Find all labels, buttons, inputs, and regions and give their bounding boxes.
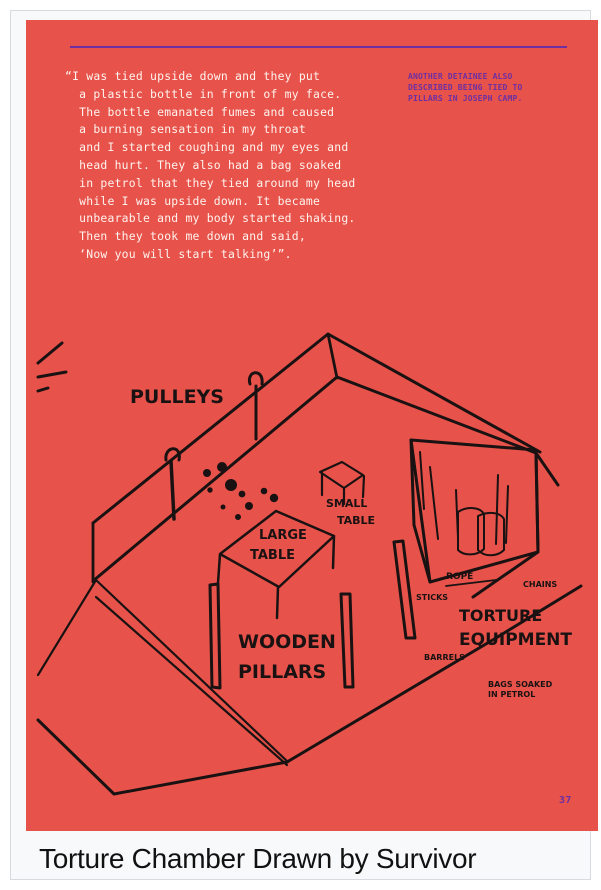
label-small-table-line1: SMALL	[326, 497, 367, 510]
barrel-shape-2	[478, 513, 504, 555]
label-small-table-line2: TABLE	[337, 514, 375, 527]
poster-page: “I was tied upside down and they put a p…	[26, 20, 598, 831]
label-chains: CHAINS	[523, 580, 557, 589]
label-large-table-line2: TABLE	[250, 548, 295, 563]
label-wooden-pillars-line2: PILLARS	[238, 661, 326, 683]
label-pulleys: PULLEYS	[130, 386, 224, 408]
label-bags-line1: BAGS SOAKED	[488, 680, 553, 689]
back-wall-right-vertical	[328, 334, 337, 378]
pillar-1	[210, 584, 220, 688]
pulley-hook-1	[249, 373, 262, 384]
page-number: 37	[559, 795, 572, 806]
label-torture-equipment-line1: TORTURE	[459, 606, 542, 625]
splatter	[203, 462, 278, 520]
label-sticks: STICKS	[416, 593, 448, 602]
label-rope: ROPE	[446, 572, 473, 582]
pillar-2	[341, 594, 353, 687]
label-bags-line2: IN PETROL	[488, 690, 535, 699]
image-caption: Torture Chamber Drawn by Survivor	[39, 842, 476, 876]
chamber-sketch: PULLEYS SMALL TABLE LARGE TABLE WOODEN P…	[26, 20, 598, 831]
pulley-line-2	[171, 461, 174, 519]
equipment-box-front	[411, 440, 538, 582]
image-frame: “I was tied upside down and they put a p…	[10, 10, 591, 880]
pillar-3	[394, 541, 415, 638]
room-right-wall	[473, 453, 538, 597]
left-arrow	[38, 343, 66, 391]
label-wooden-pillars-line1: WOODEN	[238, 631, 336, 653]
box-inner-lines	[420, 452, 508, 544]
label-torture-equipment-line2: EQUIPMENT	[459, 630, 572, 650]
label-barrels: BARRELS	[424, 653, 465, 662]
label-large-table-line1: LARGE	[259, 528, 307, 543]
